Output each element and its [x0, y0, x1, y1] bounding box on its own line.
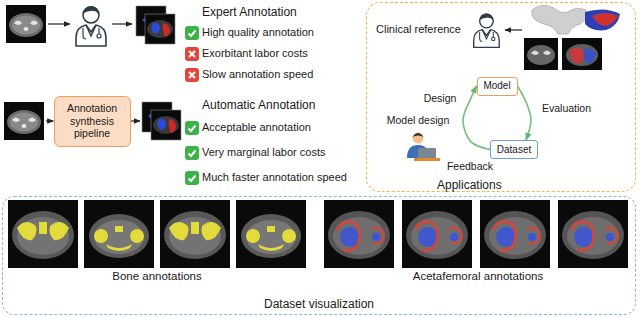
pelvis-model [532, 5, 620, 34]
section-heading: Expert Annotation [202, 5, 297, 19]
illustration [236, 200, 306, 268]
cycle-arrow [518, 86, 532, 140]
label-anchor: Model design [387, 114, 449, 127]
panel-title: Dataset visualization [3, 297, 635, 311]
label-anchor: Bone annotations [112, 270, 202, 284]
illustration [142, 102, 181, 140]
flow-arrow [112, 23, 132, 24]
reference-slice [562, 38, 602, 70]
cycle-arrow [463, 86, 490, 150]
con-item: Exorbitant labor costs [202, 47, 308, 60]
group-caption: Acetafemoral annotations [413, 270, 543, 284]
pelvis-model [585, 9, 620, 30]
reference-slice [531, 51, 551, 56]
cycle-label: Design [424, 92, 457, 105]
con-item: Slow annotation speed [202, 68, 313, 81]
illustration [8, 200, 78, 268]
reference-slice [524, 38, 558, 70]
box-label: Dataset [497, 144, 531, 156]
dataset-box: Dataset [490, 140, 538, 159]
label-anchor: Much faster annotation speed [202, 171, 347, 184]
illustration [4, 102, 44, 140]
pro-item: Much faster annotation speed [202, 171, 347, 184]
panel-title: Applications [437, 178, 502, 192]
label-anchor: Expert Annotation [202, 5, 297, 19]
reference-slice [584, 49, 597, 64]
edge-label: Evaluation [540, 102, 593, 115]
model-box: Model [477, 77, 518, 96]
process-box: Annotation synthesis pipeline [54, 96, 131, 147]
label-anchor: Acetafemoral annotations [413, 270, 543, 284]
label-anchor: Clinical reference [376, 23, 461, 36]
illustration [185, 171, 199, 185]
illustration [324, 200, 394, 268]
reference-slice [570, 47, 584, 64]
flow-arrow [48, 23, 70, 24]
box-label: Annotation synthesis pipeline [60, 102, 124, 140]
reference-slice [562, 38, 602, 70]
label-anchor: Slow annotation speed [202, 68, 313, 81]
label-anchor: High quality annotation [202, 26, 314, 39]
reference-slice [524, 38, 558, 70]
illustration [185, 26, 199, 40]
pro-item: Acceptable annotation [202, 121, 311, 134]
box-label: Model [483, 80, 510, 92]
illustration [185, 68, 199, 82]
edge-label: Feedback [445, 160, 495, 173]
section-heading: Automatic Annotation [202, 98, 315, 112]
illustration [407, 133, 440, 162]
illustration [6, 5, 46, 43]
pelvis-model [532, 5, 587, 34]
label-anchor: Acceptable annotation [202, 121, 311, 134]
group-caption: Bone annotations [112, 270, 202, 284]
reference-arrow [505, 29, 522, 30]
illustration [76, 6, 106, 46]
visualization-panel: Dataset visualization [2, 196, 636, 315]
illustration [474, 13, 500, 47]
illustration [185, 146, 199, 160]
reference-slice [527, 45, 555, 65]
pro-item: Very marginal labor costs [202, 146, 326, 159]
pelvis-model [592, 13, 618, 26]
label-anchor: Design [424, 92, 457, 105]
illustration [402, 200, 472, 268]
label-anchor: Automatic Annotation [202, 98, 315, 112]
label-anchor: Evaluation [540, 102, 593, 115]
label-anchor: Very marginal labor costs [202, 146, 326, 159]
illustration [185, 47, 199, 61]
application-label: Clinical reference [376, 23, 461, 36]
label-anchor: Feedback [445, 160, 495, 173]
flow-arrow [131, 120, 141, 121]
illustration [185, 121, 199, 135]
illustration [558, 200, 628, 268]
illustration [160, 200, 230, 268]
pro-item: High quality annotation [202, 26, 314, 39]
illustration [480, 200, 550, 268]
illustration [136, 6, 175, 44]
role-label: Model design [387, 114, 449, 127]
flow-arrow [46, 120, 54, 121]
label-anchor: Exorbitant labor costs [202, 47, 308, 60]
reference-slice [566, 44, 598, 66]
illustration [84, 200, 154, 268]
